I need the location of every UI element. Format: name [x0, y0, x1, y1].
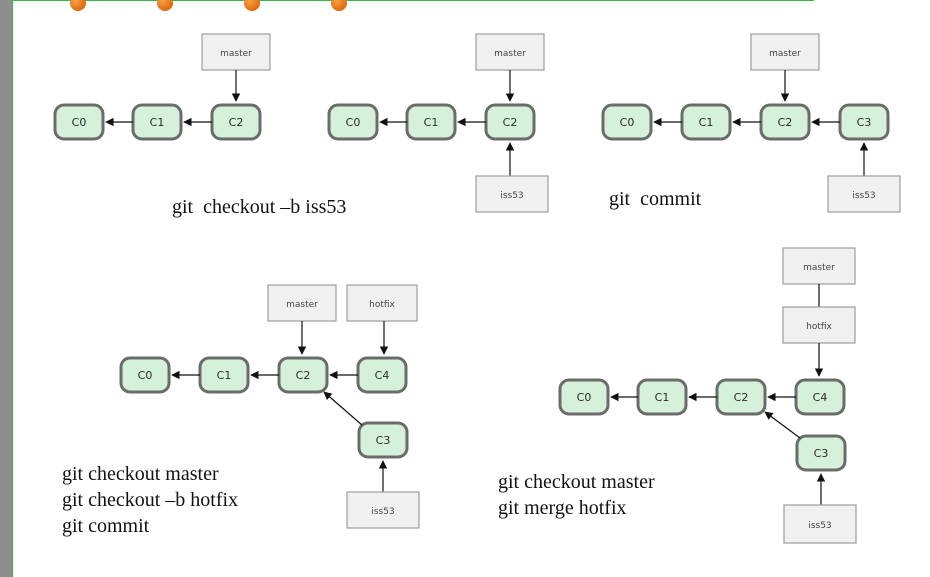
ref-iss53: iss53: [827, 175, 901, 213]
svg-text:C1: C1: [424, 116, 439, 129]
commit-c0: C0: [119, 356, 171, 394]
svg-text:master: master: [286, 300, 318, 310]
svg-text:C2: C2: [229, 116, 244, 129]
commit-c4: C4: [356, 356, 408, 394]
svg-text:hotfix: hotfix: [806, 322, 832, 332]
svg-text:C0: C0: [346, 116, 361, 129]
ref-iss53: iss53: [475, 175, 549, 213]
panel-1: master C0 C1 C2: [53, 33, 271, 141]
commit-c3: C3: [838, 103, 890, 141]
svg-text:master: master: [803, 263, 835, 273]
commit-c2: C2: [715, 378, 767, 416]
ref-master: master: [267, 284, 337, 322]
svg-text:C4: C4: [813, 391, 828, 404]
pin-icon: [70, 0, 86, 11]
svg-text:C3: C3: [376, 434, 391, 447]
commit-c4: C4: [794, 378, 846, 416]
svg-text:iss53: iss53: [852, 191, 875, 201]
svg-text:C2: C2: [503, 116, 518, 129]
left-margin-bar: [0, 0, 12, 577]
panel-4: master hotfix C0 C1 C2 C4 C3: [119, 284, 420, 529]
pin-icon: [331, 0, 347, 11]
ref-master: master: [475, 33, 545, 71]
svg-text:C0: C0: [620, 116, 635, 129]
commit-c0: C0: [53, 103, 105, 141]
svg-text:iss53: iss53: [500, 191, 523, 201]
ref-master: master: [750, 33, 820, 71]
svg-text:master: master: [220, 49, 252, 59]
svg-text:C3: C3: [857, 116, 872, 129]
svg-text:C1: C1: [655, 391, 670, 404]
commit-c0: C0: [558, 378, 610, 416]
svg-text:C1: C1: [150, 116, 165, 129]
svg-text:C1: C1: [217, 369, 232, 382]
arrow: [323, 391, 363, 426]
commit-c1: C1: [405, 103, 457, 141]
commit-c1: C1: [198, 356, 250, 394]
svg-text:master: master: [769, 49, 801, 59]
commit-c2: C2: [759, 103, 811, 141]
command-caption: git checkout –b iss53: [172, 196, 347, 218]
command-line: git commit: [62, 515, 150, 537]
panel-5: master hotfix C0 C1 C2 C4 C3: [558, 247, 857, 544]
commit-c2: C2: [484, 103, 536, 141]
ref-master: master: [201, 33, 271, 71]
pin-icon: [244, 0, 260, 11]
svg-text:C2: C2: [734, 391, 749, 404]
panel-2: master C0 C1 C2 iss53: [327, 33, 549, 213]
ref-hotfix: hotfix: [782, 306, 856, 344]
panel-3: master C0 C1 C2 C3 iss53: [601, 33, 901, 213]
svg-text:C0: C0: [577, 391, 592, 404]
svg-text:iss53: iss53: [371, 507, 394, 517]
command-block: git checkout master git merge hotfix: [498, 469, 655, 521]
ref-iss53: iss53: [346, 491, 420, 529]
command-caption: git commit: [609, 188, 702, 210]
ref-iss53: iss53: [783, 504, 857, 544]
command-line: git merge hotfix: [498, 497, 627, 519]
svg-text:iss53: iss53: [808, 521, 831, 531]
command-line: git checkout –b hotfix: [62, 489, 239, 511]
commit-c1: C1: [636, 378, 688, 416]
svg-text:C0: C0: [72, 116, 87, 129]
svg-text:master: master: [494, 49, 526, 59]
command-line: git checkout master: [498, 471, 655, 493]
ref-hotfix: hotfix: [346, 284, 418, 322]
svg-text:hotfix: hotfix: [369, 300, 395, 310]
commit-c0: C0: [327, 103, 379, 141]
ref-master: master: [782, 247, 856, 285]
slide-frame: [12, 0, 814, 577]
commit-c1: C1: [131, 103, 183, 141]
svg-text:C2: C2: [296, 369, 311, 382]
pin-icon: [157, 0, 173, 11]
commit-c3: C3: [795, 434, 847, 472]
svg-text:C4: C4: [375, 369, 390, 382]
commit-c2: C2: [210, 103, 262, 141]
svg-text:C3: C3: [814, 447, 829, 460]
commit-c1: C1: [680, 103, 732, 141]
svg-text:C1: C1: [699, 116, 714, 129]
command-block: git checkout master git checkout –b hotf…: [62, 461, 238, 539]
arrow: [764, 411, 801, 439]
commit-c3: C3: [357, 421, 409, 459]
commit-c2: C2: [277, 356, 329, 394]
command-line: git checkout master: [62, 463, 219, 485]
svg-text:C2: C2: [778, 116, 793, 129]
commit-c0: C0: [601, 103, 653, 141]
svg-text:C0: C0: [138, 369, 153, 382]
